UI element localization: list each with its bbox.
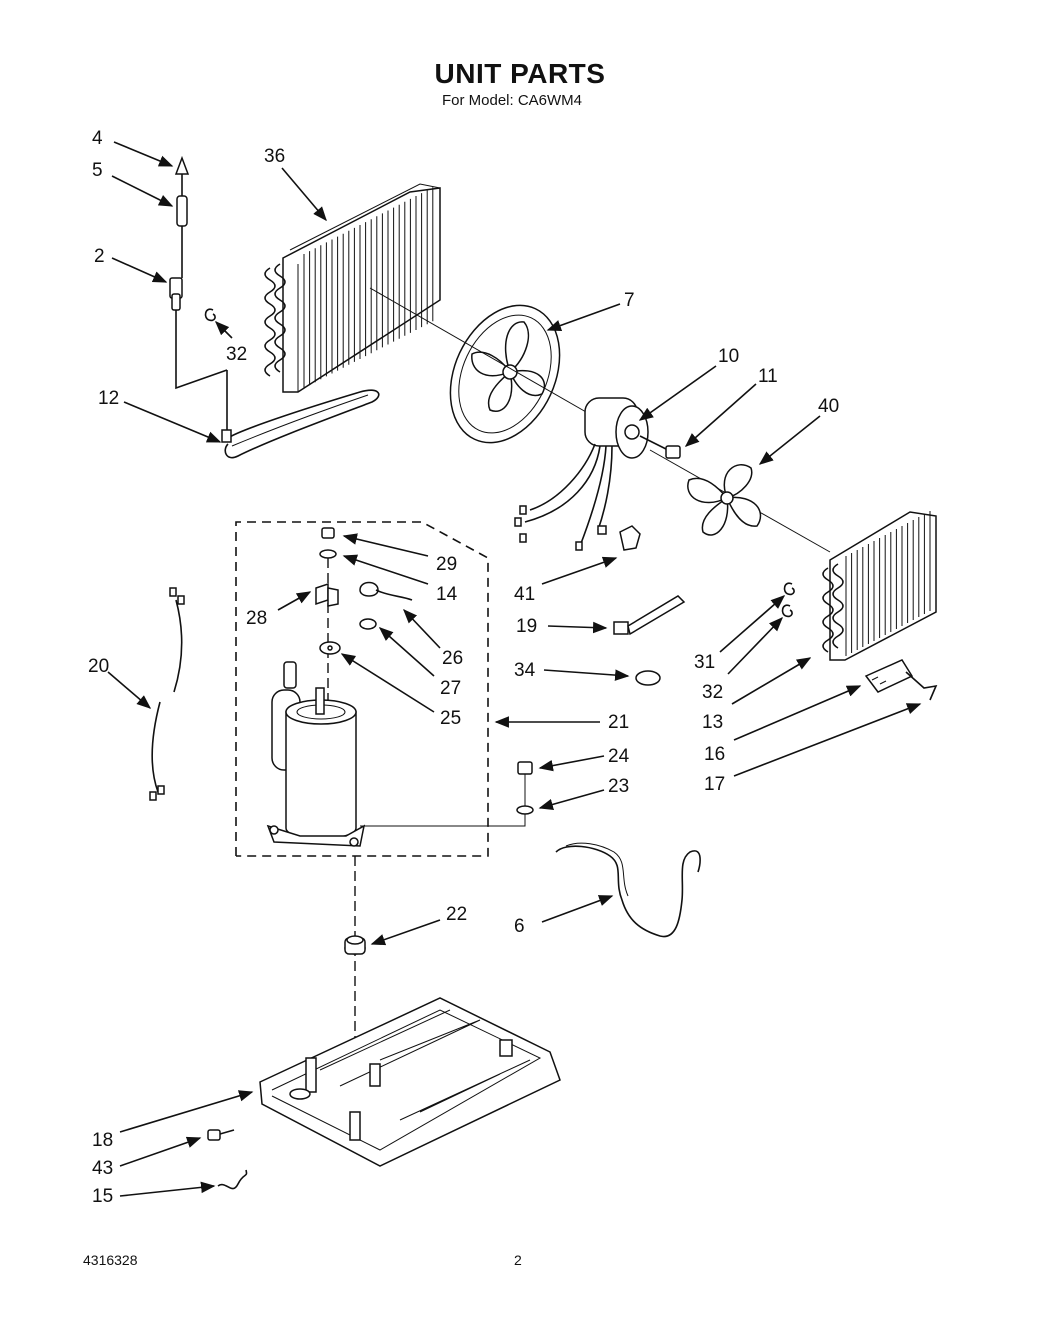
callout-21: 21 [608, 712, 629, 733]
callout-14: 14 [436, 584, 458, 605]
cable-tie [613, 595, 686, 636]
callout-13: 13 [702, 712, 723, 733]
evaporator-coil [822, 511, 937, 661]
callout-5: 5 [92, 160, 103, 181]
clip-31 [783, 582, 795, 596]
callout-22: 22 [446, 904, 467, 925]
callout-25: 25 [440, 708, 461, 729]
callout-24: 24 [608, 746, 630, 767]
clip-32-right [781, 604, 793, 618]
callout-16: 16 [704, 744, 725, 765]
callout-41: 41 [514, 584, 535, 605]
callout-15: 15 [92, 1186, 113, 1207]
callout-18: 18 [92, 1130, 113, 1151]
document-number: 4316328 [83, 1252, 138, 1268]
callout-32-right: 32 [702, 682, 723, 703]
clip-upper [204, 308, 216, 322]
valve-assembly [169, 155, 190, 311]
callout-36: 36 [264, 146, 285, 167]
compressor-group-box [235, 521, 489, 857]
leader-lines [107, 141, 922, 1197]
callout-29: 29 [436, 554, 457, 575]
grommet-22 [344, 935, 366, 955]
compressor [266, 661, 366, 847]
page-title: UNIT PARTS [434, 58, 606, 89]
callout-43: 43 [92, 1158, 113, 1179]
mounting-nut-washer [360, 761, 534, 827]
blower-wheel [687, 464, 762, 536]
condenser-coil [264, 183, 441, 393]
callout-10: 10 [718, 346, 739, 367]
clamp-ring [635, 670, 661, 686]
clamp-41 [619, 525, 641, 551]
callout-40: 40 [818, 396, 839, 417]
callout-34: 34 [514, 660, 536, 681]
callout-6: 6 [514, 916, 525, 937]
callout-labels: 4 5 2 36 32 12 7 10 11 40 29 14 28 26 27… [88, 128, 839, 1207]
callout-31: 31 [694, 652, 715, 673]
condenser-return-bends [264, 263, 286, 377]
page-number: 2 [514, 1252, 522, 1268]
callout-19: 19 [516, 616, 537, 637]
callout-32-upper: 32 [226, 344, 247, 365]
callout-20: 20 [88, 656, 109, 677]
drain-tube [555, 845, 701, 938]
callout-27: 27 [440, 678, 461, 699]
thermistor-holder [864, 659, 938, 701]
callout-23: 23 [608, 776, 629, 797]
callout-7: 7 [624, 290, 635, 311]
fan-motor [514, 397, 681, 551]
wire-harness [149, 587, 185, 801]
callout-17: 17 [704, 774, 725, 795]
callout-2: 2 [94, 246, 105, 267]
terminal-hardware [315, 527, 413, 700]
screw-43 [207, 1129, 235, 1141]
callout-28: 28 [246, 608, 267, 629]
base-pan [259, 997, 561, 1167]
callout-11: 11 [758, 366, 778, 387]
model-subtitle: For Model: CA6WM4 [441, 92, 583, 109]
drain-pan-heater [175, 292, 380, 459]
callout-12: 12 [98, 388, 119, 409]
callout-26: 26 [442, 648, 463, 669]
fan-shroud [449, 304, 561, 444]
clip-15 [217, 1169, 248, 1190]
callout-4: 4 [92, 128, 103, 149]
